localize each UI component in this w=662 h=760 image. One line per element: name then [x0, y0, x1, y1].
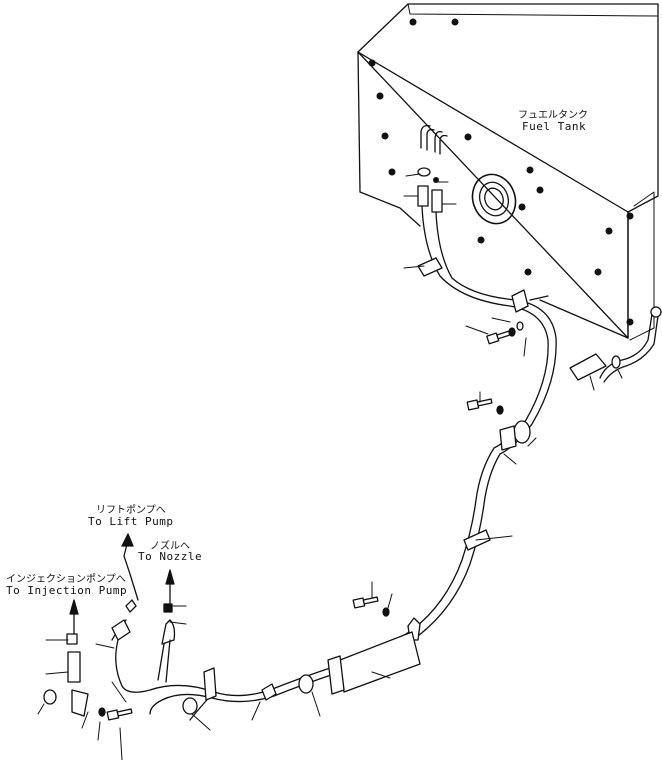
clamps [182, 257, 549, 715]
bolts [98, 321, 621, 721]
lower-fittings [43, 599, 176, 717]
injection-pump-label-ja: インジェクションポンプへ [6, 574, 126, 585]
fuel-tank [357, 3, 659, 341]
nozzle-label-ja: ノズルへ [150, 541, 190, 552]
injection-pump-label-en: To Injection Pump [6, 584, 128, 597]
fuel-tank-label-en: Fuel Tank [522, 120, 587, 133]
leader-lines [37, 173, 623, 760]
lift-pump-label-ja: リフトポンプへ [96, 505, 166, 516]
flow-arrows [69, 533, 175, 635]
lift-pump-label-en: To Lift Pump [88, 515, 174, 528]
nozzle-label-en: To Nozzle [138, 550, 203, 563]
fuel-tank-label-ja: フュエルタンク [518, 110, 588, 121]
